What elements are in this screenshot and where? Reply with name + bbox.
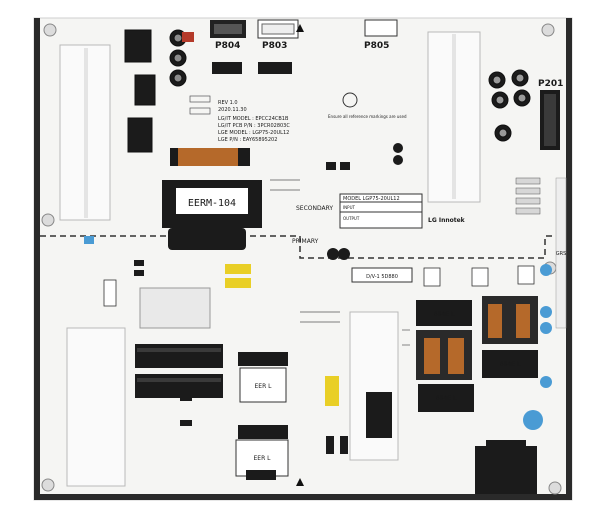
model-table-row-output: OUTPUT [343,216,360,221]
header-pins [212,62,292,74]
arrow-up-top [296,24,304,32]
model-line-2: LG/IT PCB P/N : 3PCR02803C [218,123,290,129]
board-edge-right [566,18,572,500]
brand-logo: LG Innotek [428,217,466,224]
yellow-capacitor-3 [325,376,339,406]
standby-transformer-1 [238,352,288,403]
standby-transformer-2-label: EER L [253,455,271,462]
main-transformer [162,148,262,250]
common-mode-choke-1 [416,300,472,380]
model-line-1: LG/IT MODEL : EPCC24CB1B [218,116,289,122]
label-p805: P805 [364,41,389,51]
heatsink-primary-center-clip [366,392,392,438]
yellow-capacitor-2 [225,278,251,288]
connector-p805-body [364,19,398,37]
badge-box [351,267,413,283]
resistor-red [182,32,194,42]
board-edge-left [34,18,40,500]
connector-p804-body [210,20,246,38]
common-mode-choke-2 [482,296,538,378]
film-capacitors-blue [84,236,552,430]
bulk-capacitors [135,344,223,398]
coil-3-label: 694E L [436,395,457,402]
label-p804: P804 [215,41,240,51]
connector-p201-body [540,90,560,150]
side-strip-text: GRS [556,251,567,257]
connector-p803-body [257,19,299,39]
isolation-boundary [40,235,566,259]
heatsink-primary-left [66,327,126,487]
ul-logo [342,92,358,108]
heatsink-secondary-right-fin [452,34,456,199]
resistor-array-right [515,177,541,215]
label-p201: P201 [538,79,563,89]
standby-transformer-1-label: EER L [254,383,272,390]
ac-input-connector [475,440,537,494]
model-line-3: LGE MODEL : LGP75-20UL12 [218,130,289,136]
coil-1-label: 694E L [434,311,455,318]
model-table-header: MODEL LGP75-20UL12 [343,196,400,202]
section-primary: PRIMARY [292,238,319,245]
caution-note: Ensure all reference markings are used [328,114,407,119]
section-secondary: SECONDARY [296,205,333,212]
yellow-capacitor-1 [225,264,251,274]
standby-transformer-2 [235,425,289,480]
arrow-up-bottom [296,478,304,486]
heatsink-fuse-area [139,287,211,329]
label-p803: P803 [262,41,287,51]
common-mode-choke-3 [418,384,474,412]
silk-outlines [189,95,410,346]
model-table [339,193,423,229]
badge-text: D/V-1 5D880 [366,274,398,280]
board-edge-bottom [34,494,572,500]
small-components [134,143,403,454]
side-strip [555,177,567,329]
model-table-row-input: INPUT [343,205,356,210]
coil-2-label: 694E L [500,361,521,368]
model-line-4: LGE P/N : EAY65895202 [218,137,277,143]
revision-line-1: REV 1.0 [218,100,238,106]
heatsink-secondary-left-fin [84,48,88,218]
revision-line-2: 2020.11.30 [218,107,247,113]
transformer-main-label: EERM-104 [188,198,236,209]
primary-small-parts [103,265,535,307]
